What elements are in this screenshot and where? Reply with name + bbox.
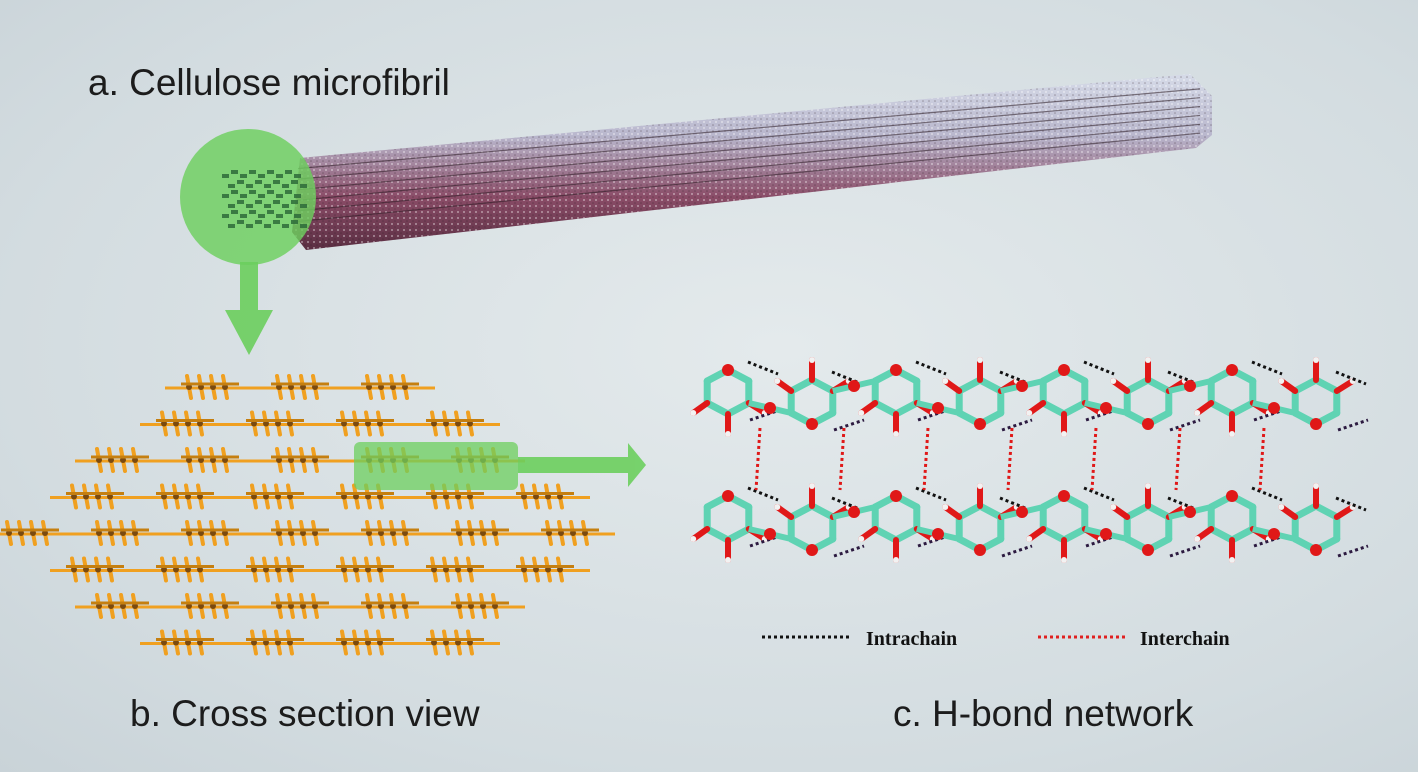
microfibril-end-chains <box>222 170 307 228</box>
chain-row <box>50 483 590 510</box>
interchain-bond <box>754 427 762 491</box>
legend-intrachain-label: Intrachain <box>866 628 958 650</box>
panel-b-title: b. Cross section view <box>130 693 480 734</box>
panel-c-title: c. H-bond network <box>893 693 1194 734</box>
chain-row <box>140 410 500 437</box>
chain-row <box>140 629 500 656</box>
interchain-bond <box>1090 427 1098 491</box>
right-arrow <box>518 443 646 487</box>
chain-row <box>0 520 615 546</box>
chain-row <box>165 374 435 400</box>
interchain-bond <box>1006 427 1014 491</box>
chain-row <box>75 593 525 619</box>
chain-row <box>50 556 590 583</box>
interchain-bond <box>838 427 846 491</box>
hbond-network <box>690 357 1369 563</box>
interchain-bond <box>1258 427 1266 491</box>
panel-a-title: a. Cellulose microfibril <box>88 62 450 103</box>
microfibril-rod <box>292 74 1212 250</box>
interchain-bond <box>1174 427 1182 491</box>
glucose-chain <box>690 483 1369 563</box>
glucose-chain <box>690 357 1369 437</box>
highlight-box <box>354 442 518 490</box>
legend-interchain-label: Interchain <box>1140 628 1230 650</box>
interchain-bond <box>922 427 930 491</box>
down-arrow <box>225 262 273 355</box>
highlight-circle <box>180 129 316 265</box>
